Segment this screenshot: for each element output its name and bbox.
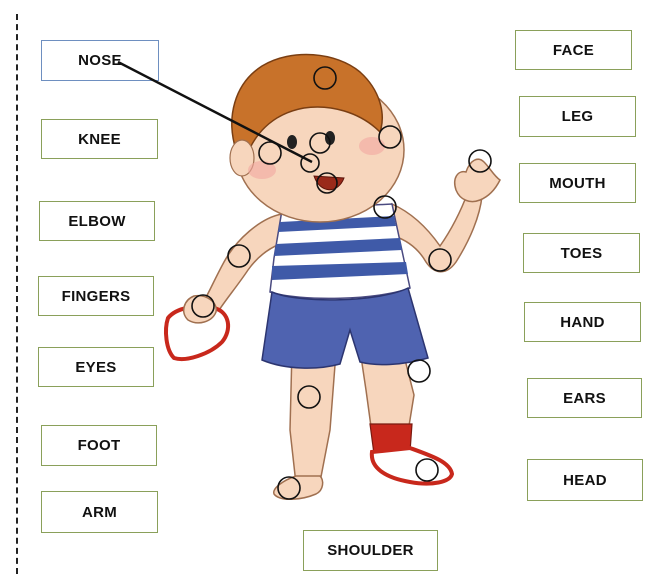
target-knee[interactable]	[408, 360, 430, 382]
right-arm	[392, 192, 482, 272]
shoe	[372, 448, 452, 484]
left-leg	[290, 350, 336, 484]
raised-hand	[455, 159, 500, 201]
cheek-right	[359, 137, 385, 155]
shorts	[262, 288, 428, 368]
neck	[300, 200, 338, 214]
eye-left	[287, 135, 297, 149]
